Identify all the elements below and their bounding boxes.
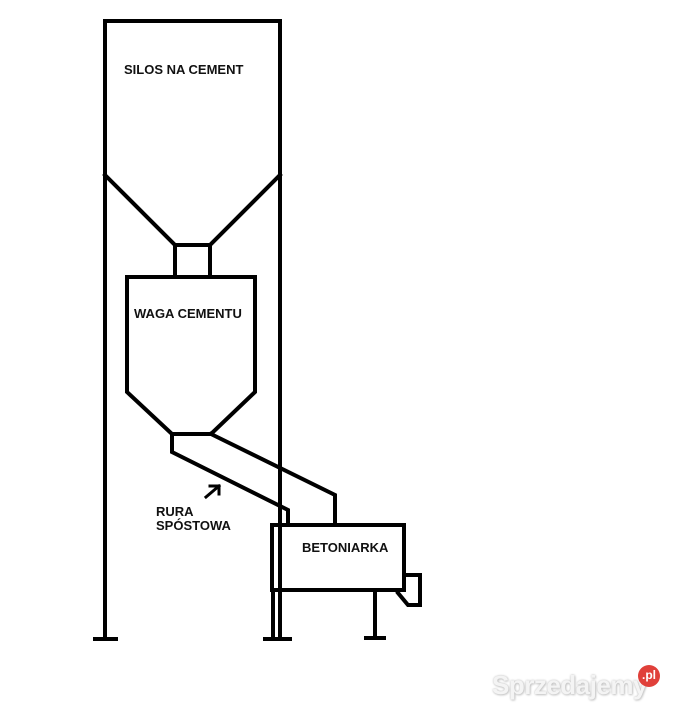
- concrete-mixer: [270, 523, 422, 641]
- label-chute-line2: SPÓSTOWA: [156, 518, 231, 533]
- label-silo: SILOS NA CEMENT: [124, 62, 244, 77]
- label-mixer: BETONIARKA: [302, 540, 389, 555]
- chute-pipe: [170, 431, 337, 527]
- cement-silo: [93, 19, 292, 641]
- cement-scale-hopper: [125, 275, 257, 437]
- arrow-icon: [203, 483, 222, 500]
- label-chute-line1: RURA: [156, 504, 194, 519]
- watermark-badge: .pl: [638, 665, 660, 687]
- mixer-outlet: [395, 573, 422, 607]
- label-scale: WAGA CEMENTU: [134, 306, 242, 321]
- watermark-text: Sprzedajemy: [492, 670, 647, 700]
